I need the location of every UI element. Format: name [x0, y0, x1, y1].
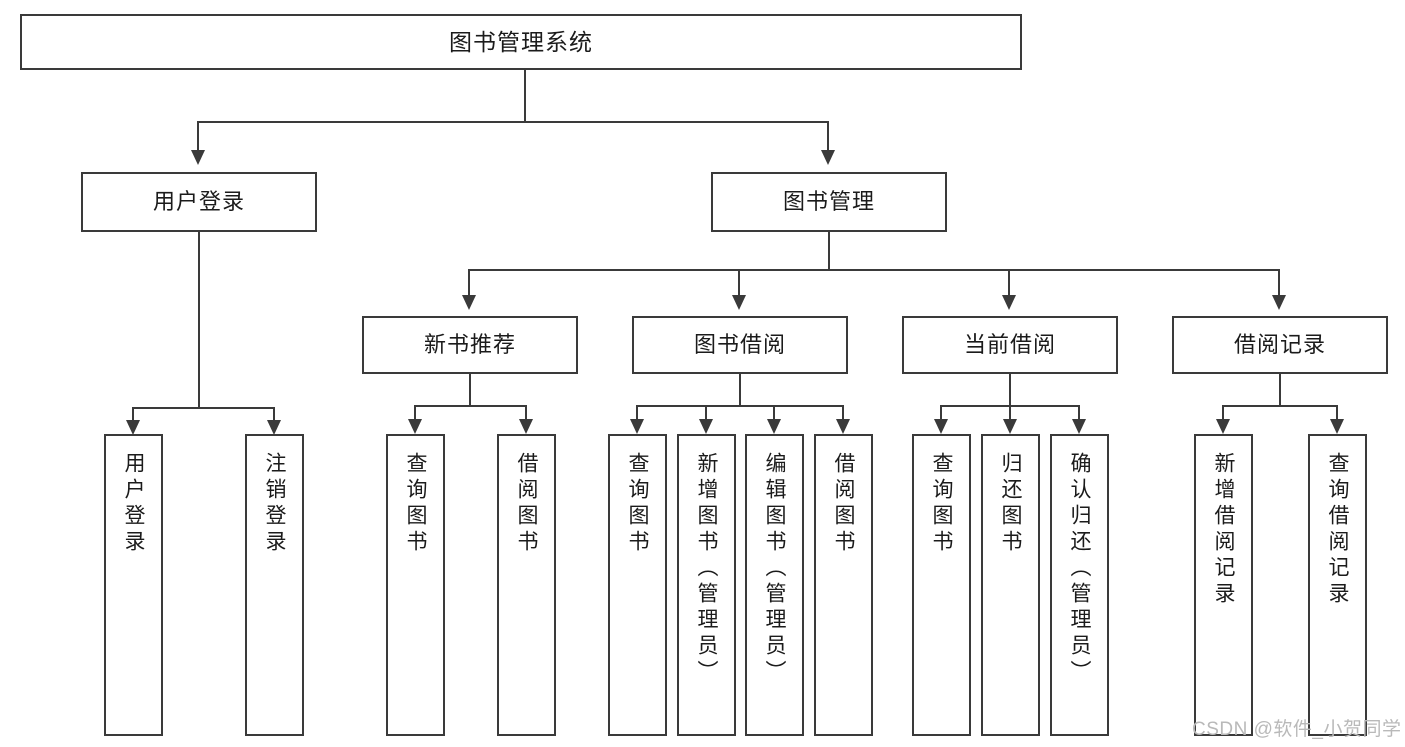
node-label: 借阅图书: [515, 452, 538, 556]
connector-borrow-records-bus: [1222, 405, 1338, 407]
node-borrow-records[interactable]: 借阅记录: [1172, 316, 1388, 374]
connector-user-login-stem: [198, 232, 200, 408]
connector-borrow-records-to-leaf-1: [1222, 405, 1224, 421]
arrowhead-book-mgmt-to-current: [1002, 295, 1016, 310]
leaf-add-borrow-record[interactable]: 新增借阅记录: [1194, 434, 1253, 736]
leaf-return-book[interactable]: 归还图书: [981, 434, 1040, 736]
connector-book-mgmt-to-current: [1008, 269, 1010, 297]
connector-new-book-stem: [469, 374, 471, 406]
connector-root-stem: [524, 70, 526, 122]
leaf-user-login[interactable]: 用户登录: [104, 434, 163, 736]
leaf-query-book-current[interactable]: 查询图书: [912, 434, 971, 736]
arrowhead-user-login-to-leaf-2: [267, 420, 281, 435]
node-label: 借阅记录: [1233, 332, 1326, 358]
connector-book-borrow-to-leaf-4: [842, 405, 844, 421]
connector-book-mgmt-bus: [468, 269, 1280, 271]
node-label: 查询图书: [404, 452, 427, 556]
arrowhead-new-book-to-leaf-2: [519, 419, 533, 434]
node-new-book-recommend[interactable]: 新书推荐: [362, 316, 578, 374]
connector-borrow-records-to-leaf-2: [1336, 405, 1338, 421]
node-label: 编辑图书（管理员）: [763, 452, 786, 686]
connector-root-to-book-mgmt: [827, 121, 829, 152]
node-label: 新增借阅记录: [1212, 452, 1235, 608]
connector-root-bus: [197, 121, 829, 123]
node-user-login[interactable]: 用户登录: [81, 172, 317, 232]
connector-current-borrow-to-leaf-2: [1009, 405, 1011, 421]
connector-book-borrow-to-leaf-3: [773, 405, 775, 421]
leaf-confirm-return-admin[interactable]: 确认归还（管理员）: [1050, 434, 1109, 736]
node-label: 注销登录: [263, 452, 286, 556]
leaf-edit-book-admin[interactable]: 编辑图书（管理员）: [745, 434, 804, 736]
node-label: 用户登录: [152, 189, 245, 215]
node-label: 图书借阅: [693, 332, 786, 358]
arrowhead-borrow-records-to-leaf-1: [1216, 419, 1230, 434]
node-label: 借阅图书: [832, 452, 855, 556]
leaf-query-borrow-record[interactable]: 查询借阅记录: [1308, 434, 1367, 736]
connector-borrow-records-stem: [1279, 374, 1281, 406]
connector-book-borrow-to-leaf-1: [636, 405, 638, 421]
leaf-borrow-book-new[interactable]: 借阅图书: [497, 434, 556, 736]
connector-book-borrow-bus: [636, 405, 844, 407]
node-label: 当前借阅: [963, 332, 1056, 358]
connector-current-borrow-to-leaf-1: [940, 405, 942, 421]
node-label: 新书推荐: [423, 332, 516, 358]
arrowhead-current-borrow-to-leaf-3: [1072, 419, 1086, 434]
leaf-query-book-borrow[interactable]: 查询图书: [608, 434, 667, 736]
connector-book-borrow-stem: [739, 374, 741, 406]
node-label: 查询图书: [626, 452, 649, 556]
node-label: 用户登录: [122, 452, 145, 556]
connector-user-login-bus: [132, 407, 275, 409]
arrowhead-book-mgmt-to-borrow: [732, 295, 746, 310]
connector-book-mgmt-to-borrow: [738, 269, 740, 297]
arrowhead-borrow-records-to-leaf-2: [1330, 419, 1344, 434]
arrowhead-book-borrow-to-leaf-2: [699, 419, 713, 434]
arrowhead-book-borrow-to-leaf-1: [630, 419, 644, 434]
arrowhead-new-book-to-leaf-1: [408, 419, 422, 434]
node-label: 新增图书（管理员）: [695, 452, 718, 686]
node-book-management[interactable]: 图书管理: [711, 172, 947, 232]
connector-book-mgmt-to-records: [1278, 269, 1280, 297]
node-label: 确认归还（管理员）: [1068, 452, 1091, 686]
arrowhead-current-borrow-to-leaf-1: [934, 419, 948, 434]
connector-user-login-to-leaf-2: [273, 407, 275, 422]
connector-book-mgmt-stem: [828, 232, 830, 270]
connector-user-login-to-leaf-1: [132, 407, 134, 422]
arrowhead-book-mgmt-to-new-book: [462, 295, 476, 310]
node-label: 图书管理: [782, 189, 875, 215]
node-label: 归还图书: [999, 452, 1022, 556]
connector-new-book-to-leaf-2: [525, 405, 527, 421]
leaf-add-book-admin[interactable]: 新增图书（管理员）: [677, 434, 736, 736]
connector-book-mgmt-to-new-book: [468, 269, 470, 297]
node-book-borrow[interactable]: 图书借阅: [632, 316, 848, 374]
arrowhead-book-mgmt-to-records: [1272, 295, 1286, 310]
arrowhead-book-borrow-to-leaf-3: [767, 419, 781, 434]
leaf-logout[interactable]: 注销登录: [245, 434, 304, 736]
leaf-query-book-new[interactable]: 查询图书: [386, 434, 445, 736]
node-label: 图书管理系统: [449, 28, 593, 55]
arrowhead-root-to-user-login: [191, 150, 205, 165]
arrowhead-current-borrow-to-leaf-2: [1003, 419, 1017, 434]
connector-root-to-user-login: [197, 121, 199, 152]
arrowhead-root-to-book-mgmt: [821, 150, 835, 165]
connector-new-book-bus: [414, 405, 527, 407]
connector-new-book-to-leaf-1: [414, 405, 416, 421]
connector-current-borrow-stem: [1009, 374, 1011, 406]
node-root-system[interactable]: 图书管理系统: [20, 14, 1022, 70]
arrowhead-user-login-to-leaf-1: [126, 420, 140, 435]
connector-book-borrow-to-leaf-2: [705, 405, 707, 421]
node-label: 查询图书: [930, 452, 953, 556]
node-current-borrow[interactable]: 当前借阅: [902, 316, 1118, 374]
arrowhead-book-borrow-to-leaf-4: [836, 419, 850, 434]
connector-current-borrow-to-leaf-3: [1078, 405, 1080, 421]
node-label: 查询借阅记录: [1326, 452, 1349, 608]
leaf-borrow-book[interactable]: 借阅图书: [814, 434, 873, 736]
